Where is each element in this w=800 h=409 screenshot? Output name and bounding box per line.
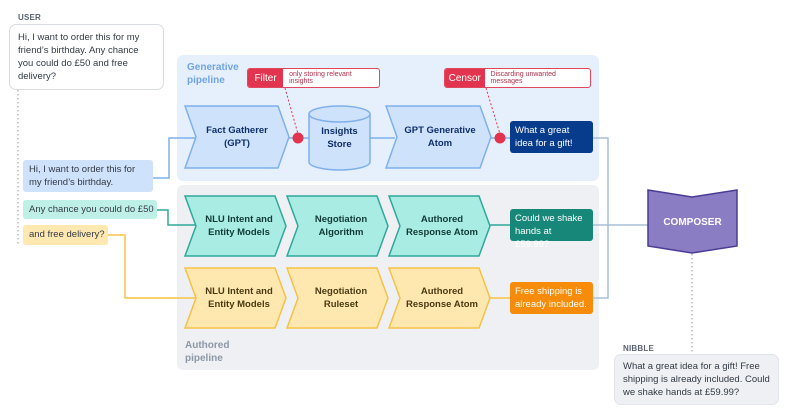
teal-output: Could we shake hands at £59.99?: [510, 209, 593, 250]
teal-response-chevron: [387, 195, 491, 257]
connector-blue: [153, 137, 195, 179]
insights-store-node: Insights Store: [321, 126, 358, 150]
generative-pipeline-label: Generative pipeline: [187, 62, 239, 86]
filter-description: only storing relevant insights: [289, 71, 352, 85]
filter-label: Filter: [248, 69, 284, 87]
composer-label: COMPOSER: [663, 217, 722, 228]
yellow-negotiation-chevron: [285, 267, 389, 329]
nibble-message-bubble: What a great idea for a gift! Free shipp…: [614, 354, 779, 405]
fragment-birthday: Hi, I want to order this for my friend’s…: [23, 160, 153, 192]
censor-point: [494, 132, 506, 144]
connector-yellow: [108, 234, 195, 299]
authored-pipeline-label: Authored pipeline: [185, 340, 230, 364]
fact-gatherer-node: Fact Gatherer (GPT): [206, 125, 268, 149]
teal-negotiation-chevron: [285, 195, 389, 257]
nibble-label: NIBBLE: [623, 344, 654, 353]
filter-point: [292, 132, 304, 144]
user-message-bubble: Hi, I want to order this for my friend’s…: [9, 24, 164, 90]
filter-link: [284, 87, 299, 135]
gpt-generative-atom-node: GPT Generative Atom: [404, 125, 476, 149]
teal-negotiation-node: Negotiation Algorithm: [314, 214, 368, 238]
teal-response-node: Authored Response Atom: [406, 214, 478, 238]
yellow-output: Free shipping is already included.: [510, 282, 593, 314]
fragment-delivery: and free delivery?: [23, 225, 108, 245]
gpt-atom-chevron: [384, 105, 492, 169]
censor-description: Discarding unwanted messages: [490, 71, 556, 85]
yellow-response-node: Authored Response Atom: [406, 286, 478, 310]
insights-store-cylinder: [308, 105, 371, 171]
yellow-nlu-node: NLU Intent and Entity Models: [205, 286, 273, 310]
censor-tag: Censor Discarding unwanted messages: [444, 68, 591, 88]
connector-teal: [157, 209, 195, 226]
generative-output: What a great idea for a gift!: [510, 121, 593, 153]
yellow-response-chevron: [387, 267, 491, 329]
connector-to-composer-blue: [593, 137, 609, 299]
yellow-nlu-chevron: [183, 267, 287, 329]
yellow-negotiation-node: Negotiation Ruleset: [314, 286, 368, 310]
user-label: USER: [18, 13, 42, 22]
fragment-price: Any chance you could do £50: [23, 200, 157, 219]
censor-label: Censor: [445, 69, 485, 87]
filter-tag: Filter only storing relevant insights: [247, 68, 380, 88]
fact-gatherer-chevron: [183, 105, 290, 169]
teal-nlu-node: NLU Intent and Entity Models: [205, 214, 273, 238]
teal-nlu-chevron: [183, 195, 287, 257]
composer-shape: [647, 189, 738, 254]
censor-link: [485, 87, 501, 135]
